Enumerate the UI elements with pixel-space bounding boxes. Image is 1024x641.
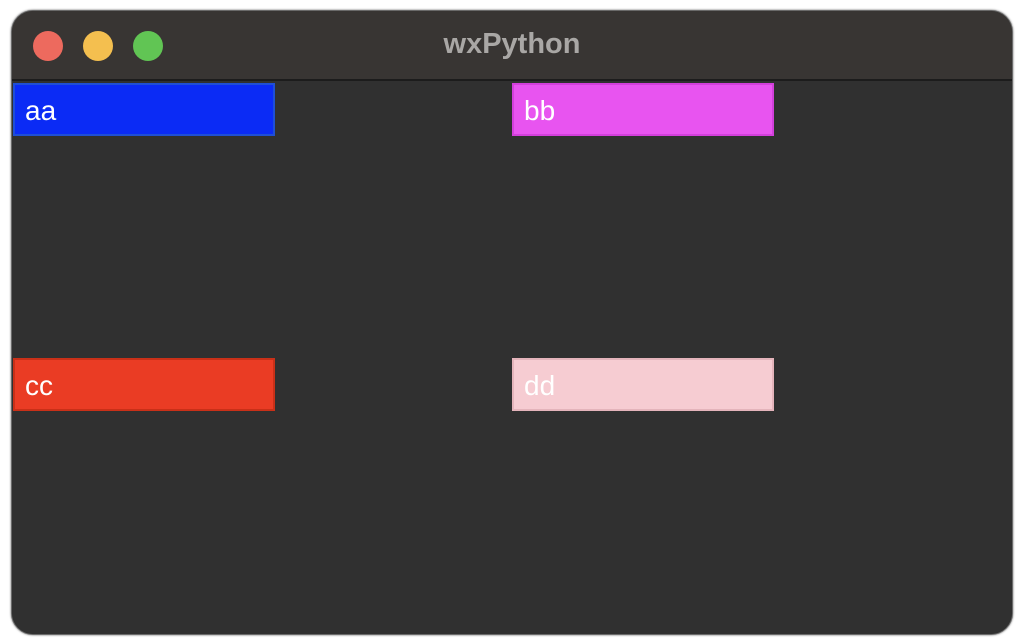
- zoom-window-button[interactable]: [133, 31, 163, 61]
- app-window: wxPython aa bb cc dd: [11, 10, 1013, 635]
- text-field-bb[interactable]: bb: [512, 83, 774, 136]
- minimize-window-button[interactable]: [83, 31, 113, 61]
- close-window-button[interactable]: [33, 31, 63, 61]
- window-content: aa bb cc dd: [12, 83, 1012, 634]
- text-field-aa[interactable]: aa: [13, 83, 275, 136]
- window-title: wxPython: [443, 28, 581, 60]
- text-field-dd[interactable]: dd: [512, 358, 774, 411]
- title-bar[interactable]: wxPython: [12, 11, 1012, 81]
- text-field-cc[interactable]: cc: [13, 358, 275, 411]
